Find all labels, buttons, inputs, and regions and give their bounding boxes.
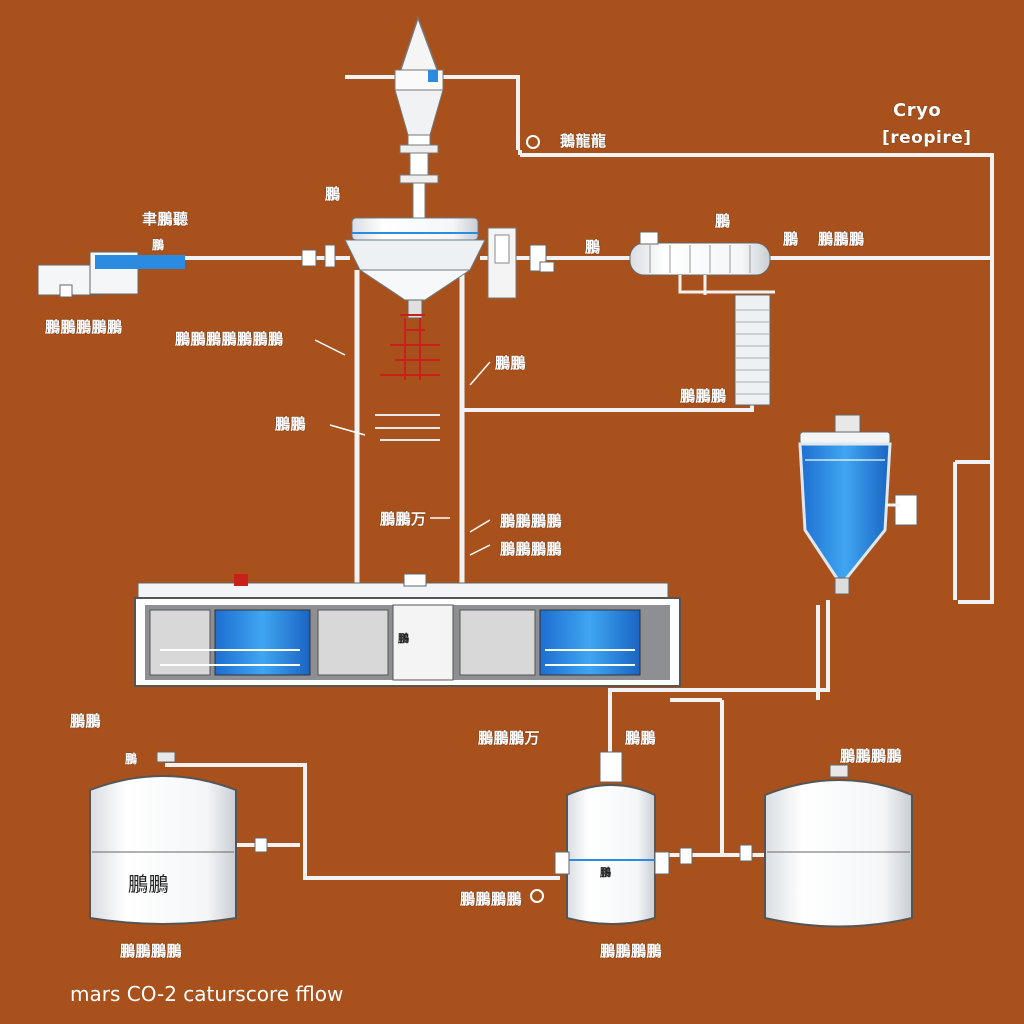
label-top-pipe: 鵝龍龍 — [560, 132, 607, 150]
label-tank-left-small: 鵬 — [125, 752, 138, 766]
label-mid-r2: 鵬鵬鵬 — [680, 387, 727, 405]
label-mid-left3: 鵬鵬万 — [380, 510, 427, 528]
label-hopper: 鵬 — [325, 185, 341, 203]
label-left-unit-name: 鵬鵬鵬鵬鵬 — [45, 318, 123, 336]
label-box-tag: 鵬 — [398, 632, 410, 645]
label-bottom-left-head: 鵬鵬 — [70, 712, 102, 730]
e-mark-icon — [526, 135, 540, 149]
label-cond-small: 鵬 — [585, 238, 601, 256]
process-module — [134, 573, 681, 687]
label-tank-left-name: 鵬鵬鵬鵬 — [120, 942, 183, 960]
label-tank-mid-tag2: 鵬鵬 — [625, 729, 657, 747]
pipework — [165, 75, 994, 880]
legend-reopire: [reopire] — [882, 128, 972, 148]
legend-cryo: Cryo — [893, 100, 942, 121]
label-left-unit-sub: 鵬 — [152, 238, 165, 252]
condenser — [529, 231, 775, 295]
support-frame — [354, 270, 465, 600]
label-tank-mid-tag: 鵬鵬鵬万 — [478, 729, 541, 747]
storage-tank-left — [89, 751, 268, 925]
label-cond-b: 鵬 — [783, 230, 799, 248]
main-hopper — [344, 217, 486, 441]
label-mid-long: 鵬鵬鵬鵬鵬鵬鵬 — [175, 330, 284, 348]
storage-tank-right — [739, 764, 913, 928]
conical-separator — [798, 414, 918, 595]
label-cond-a: 鵬 — [715, 212, 731, 230]
label-mid-r3: 鵬鵬鵬鵬 — [500, 512, 563, 530]
label-left-unit: 聿鵬聽 — [142, 210, 189, 228]
flow-indicator-icon — [530, 889, 544, 903]
label-mid-left2: 鵬鵬 — [275, 415, 307, 433]
label-cond-c: 鵬鵬鵬 — [818, 230, 865, 248]
label-tank-mid-inner: 鵬 — [600, 866, 612, 879]
label-tank-mid-flow: 鵬鵬鵬鵬 — [460, 890, 523, 908]
top-cyclone-separator — [394, 15, 444, 222]
left-inlet-unit — [37, 244, 336, 298]
diagram-title: mars CO-2 caturscore fflow — [70, 982, 344, 1006]
storage-tank-middle — [554, 751, 693, 925]
label-mid-r4: 鵬鵬鵬鵬 — [500, 540, 563, 558]
label-tank-right-head: 鵬鵬鵬鵬 — [840, 747, 903, 765]
label-tank-mid-name: 鵬鵬鵬鵬 — [600, 942, 663, 960]
label-tank-left-inner: 鵬鵬 — [128, 872, 169, 896]
label-mid-r1: 鵬鵬 — [495, 354, 527, 372]
heat-exchanger-column — [734, 294, 771, 406]
